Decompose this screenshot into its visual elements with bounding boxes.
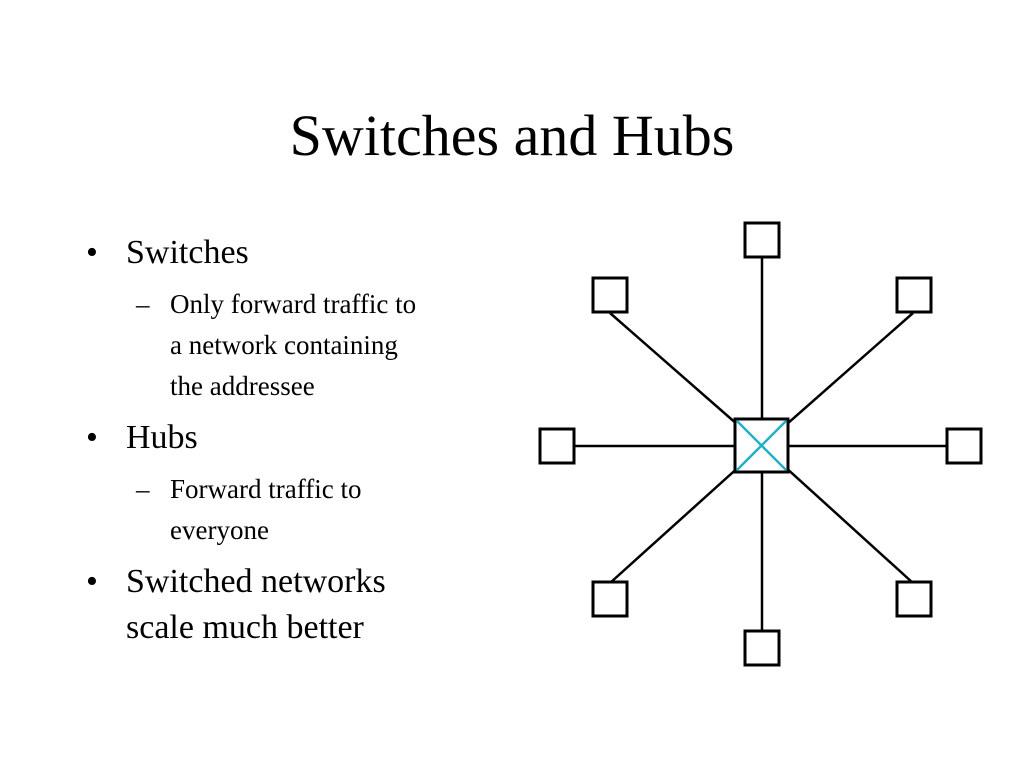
node-bottom-right xyxy=(895,580,933,618)
node-bottom-left xyxy=(591,580,629,618)
sub-bullet-line: Forward traffic to xyxy=(170,474,362,504)
node-top xyxy=(743,221,781,259)
sub-bullet-line: the addressee xyxy=(170,371,315,401)
sub-bullet-hubs: – Forward traffic to everyone xyxy=(126,469,506,551)
sub-bullet-symbol: – xyxy=(136,289,150,319)
bullet-item-switched-networks: • Switched networks scale much better xyxy=(86,559,506,651)
bullet-list: • Switches – Only forward traffic to a n… xyxy=(86,230,506,659)
bullet-text: Switches xyxy=(126,234,249,271)
sub-bullet-switches: – Only forward traffic to a network cont… xyxy=(126,284,506,407)
star-topology-diagram xyxy=(538,221,983,667)
node-right xyxy=(945,427,983,465)
node-bottom xyxy=(743,629,781,667)
node-left xyxy=(538,427,576,465)
bullet-item-hubs: • Hubs xyxy=(86,415,506,461)
bullet-text-line2: scale much better xyxy=(126,609,364,646)
node-top-right xyxy=(895,276,933,314)
sub-bullet-symbol: – xyxy=(136,474,150,504)
bullet-symbol: • xyxy=(86,419,98,456)
node-top-left xyxy=(591,276,629,314)
sub-bullet-line: everyone xyxy=(170,515,269,545)
sub-bullet-line: a network containing xyxy=(170,330,398,360)
bullet-symbol: • xyxy=(86,234,98,271)
central-switch xyxy=(733,417,790,474)
bullet-text: Switched networks xyxy=(126,563,386,600)
sub-bullet-line: Only forward traffic to xyxy=(170,289,417,319)
switch-cross-line xyxy=(736,420,787,471)
bullet-item-switches: • Switches xyxy=(86,230,506,276)
slide-title: Switches and Hubs xyxy=(289,103,735,168)
bullet-symbol: • xyxy=(86,563,98,600)
bullet-text: Hubs xyxy=(126,419,198,456)
